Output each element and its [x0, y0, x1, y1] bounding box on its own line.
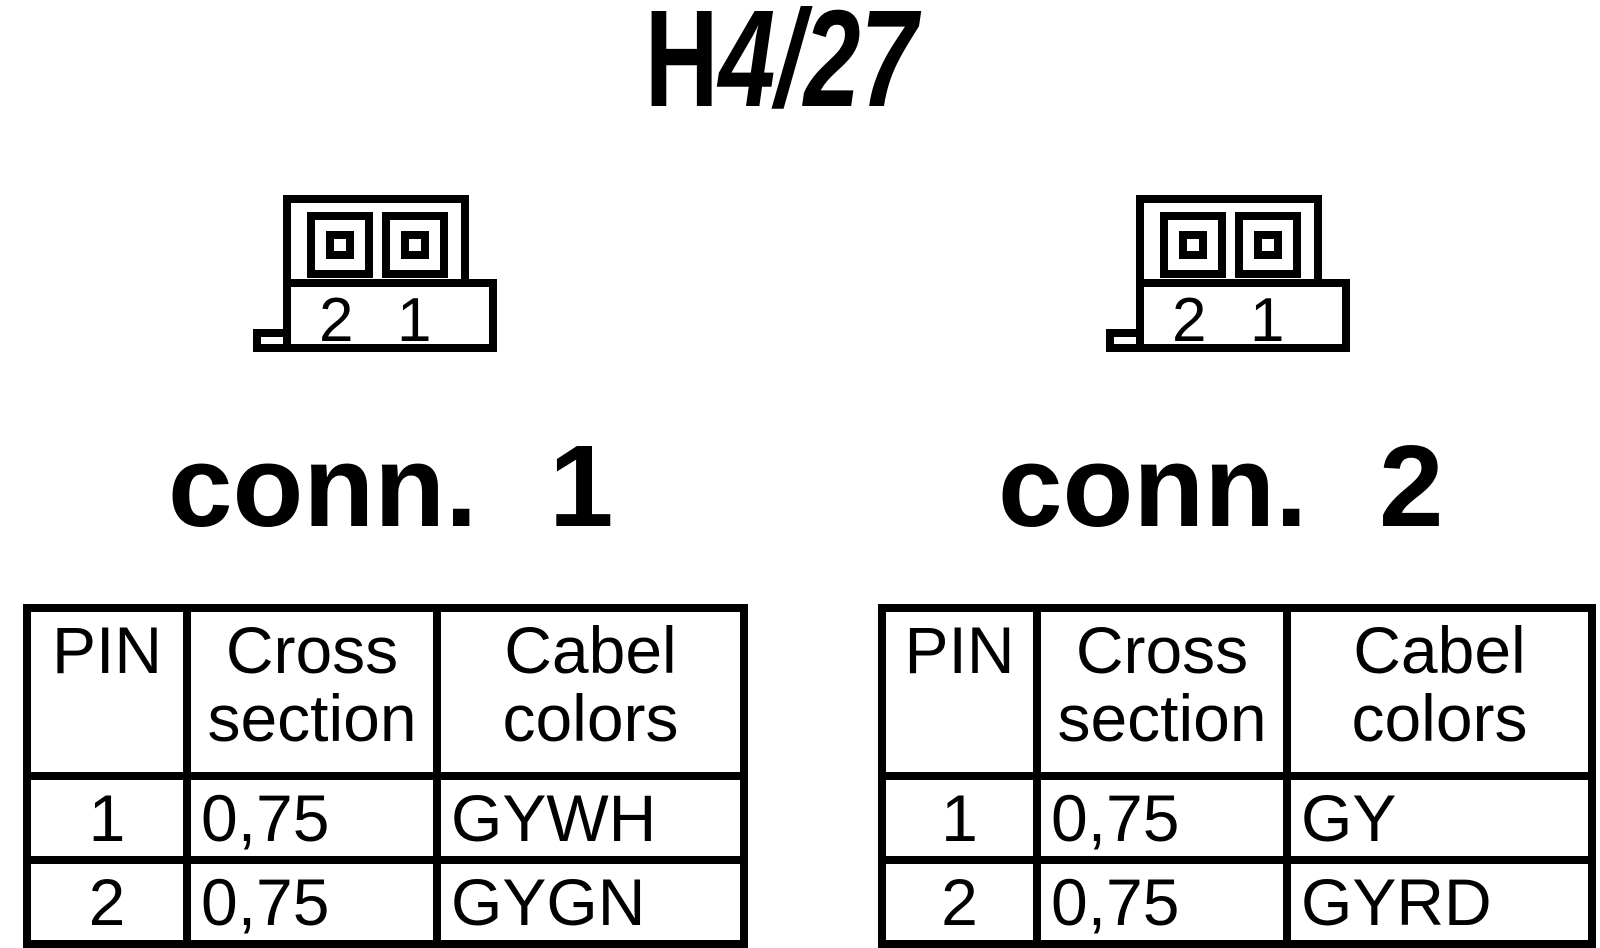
connector-1-label: conn. 1 [168, 421, 614, 551]
header-line: PIN [904, 613, 1015, 687]
header-line: colors [1351, 681, 1528, 755]
conn-2-pin-table: PIN Cross section Cabel colors 1 0,75 GY… [878, 604, 1596, 948]
pin-number-2: 2 [319, 286, 354, 355]
cell-cable-color: GY [1283, 772, 1596, 864]
header-line: PIN [51, 613, 163, 687]
pin-socket-icon [1235, 212, 1301, 278]
cell-cable-color: GYWH [433, 772, 748, 864]
header-line: section [207, 681, 417, 755]
table-header-row: PIN Cross section Cabel colors [878, 604, 1596, 780]
column-header-cross-section: Cross section [183, 604, 441, 780]
header-line: Cross [1075, 613, 1249, 687]
cell-pin: 2 [23, 856, 191, 948]
table-row: 2 0,75 GYGN [23, 856, 748, 948]
column-header-pin: PIN [23, 604, 191, 780]
pin-number-strip: 2 1 [1136, 279, 1350, 352]
header-line: Cross [225, 613, 399, 687]
conn-1-pin-table: PIN Cross section Cabel colors 1 0,75 GY… [23, 604, 748, 948]
pin-contact-icon [401, 231, 429, 259]
connector-2-diagram: 2 1 [1106, 195, 1350, 352]
cell-cable-color: GYGN [433, 856, 748, 948]
pin-number-1: 1 [1250, 286, 1285, 355]
header-line: section [1057, 681, 1267, 755]
cell-cable-color: GYRD [1283, 856, 1596, 948]
table-row: 1 0,75 GY [878, 772, 1596, 864]
cell-cross-section: 0,75 [1033, 856, 1291, 948]
header-line: colors [502, 681, 679, 755]
header-line: Cabel [1353, 613, 1526, 687]
cell-pin: 2 [878, 856, 1041, 948]
connector-2-label: conn. 2 [998, 421, 1444, 551]
table-row: 1 0,75 GYWH [23, 772, 748, 864]
pin-socket-icon [382, 212, 448, 278]
connector-housing-icon [1136, 195, 1322, 287]
pin-socket-icon [1160, 212, 1226, 278]
pin-contact-icon [326, 231, 354, 259]
column-header-cable-colors: Cabel colors [433, 604, 748, 780]
connector-housing-icon [283, 195, 469, 287]
pin-contact-icon [1254, 231, 1282, 259]
cell-cross-section: 0,75 [183, 856, 441, 948]
table-row: 2 0,75 GYRD [878, 856, 1596, 948]
page-title-text: H [644, 0, 719, 136]
table-header-row: PIN Cross section Cabel colors [23, 604, 748, 780]
connector-1-diagram: 2 1 [253, 195, 497, 352]
pin-contact-icon [1179, 231, 1207, 259]
page-title-text-italic: 4/27 [718, 0, 918, 136]
column-header-pin: PIN [878, 604, 1041, 780]
column-header-cross-section: Cross section [1033, 604, 1291, 780]
page: { "colors": { "ink": "#000000", "backgro… [23, 0, 1596, 948]
cell-pin: 1 [878, 772, 1041, 864]
pin-socket-icon [307, 212, 373, 278]
page-title: H4/27 [189, 0, 1373, 128]
pin-number-2: 2 [1172, 286, 1207, 355]
header-line [35, 684, 179, 752]
header-line: Cabel [504, 613, 677, 687]
column-header-cable-colors: Cabel colors [1283, 604, 1596, 780]
header-line [890, 684, 1029, 752]
cell-pin: 1 [23, 772, 191, 864]
pin-number-strip: 2 1 [283, 279, 497, 352]
cell-cross-section: 0,75 [183, 772, 441, 864]
cell-cross-section: 0,75 [1033, 772, 1291, 864]
pin-number-1: 1 [397, 286, 432, 355]
